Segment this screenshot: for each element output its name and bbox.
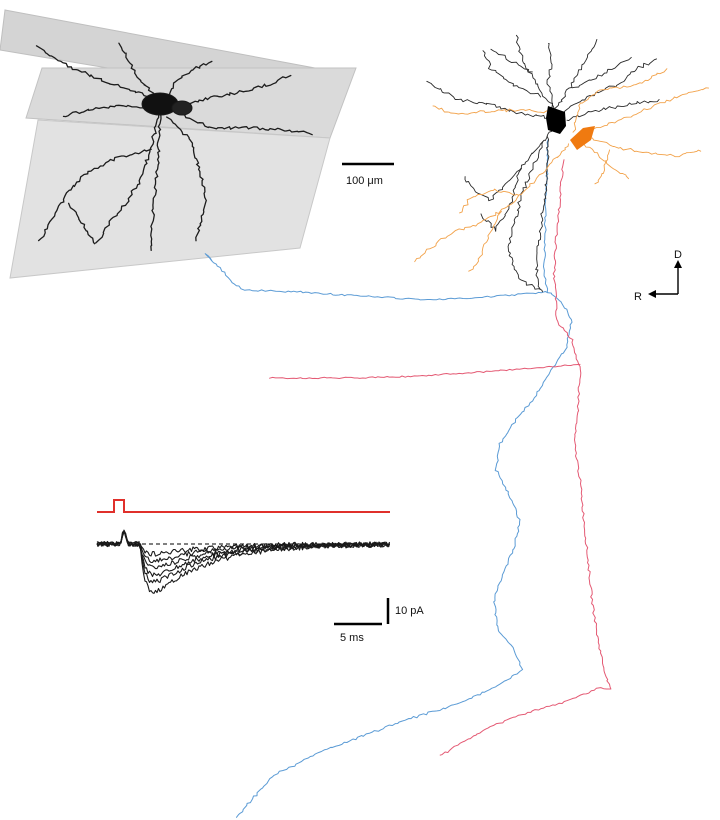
soma-black [546, 106, 566, 134]
dendrite-dark-9 [480, 168, 522, 232]
dendrite-tracings [414, 34, 710, 293]
micrograph-soma [141, 92, 179, 116]
micrograph-process-6 [166, 116, 208, 242]
micrograph-neuron [35, 42, 313, 252]
micrograph-soma-second [171, 100, 193, 116]
dendrite-dark-4 [426, 80, 552, 120]
current-trace-5 [96, 529, 390, 594]
micrograph-panel [0, 9, 357, 279]
dendrite-orange-7 [459, 188, 520, 214]
soma-orange [570, 126, 595, 150]
orientation-indicator [648, 260, 682, 298]
dorsal-label: D [674, 249, 682, 261]
axon-tracings [204, 139, 612, 818]
dendrite-dark-0 [515, 34, 556, 112]
dendrite-dark-10 [571, 56, 632, 89]
micrograph-process-2 [169, 74, 292, 108]
dendrite-orange-4 [414, 143, 569, 263]
time-scale-label: 5 ms [340, 632, 364, 644]
axon-blue-branch [204, 253, 548, 301]
scale-bar-100um: 100 μm [342, 162, 394, 187]
micrograph-process-5 [150, 112, 162, 252]
dendrite-dark-12 [507, 141, 544, 293]
micrograph-process-8 [67, 202, 96, 245]
dendrite-dark-2 [554, 38, 598, 109]
dendrite-orange-1 [585, 135, 702, 158]
dendrite-orange-3 [572, 68, 668, 133]
rostral-label: R [634, 291, 642, 303]
dendrite-orange-6 [432, 105, 548, 115]
micrograph-process-3 [62, 104, 160, 118]
dendrite-orange-0 [582, 87, 710, 134]
scale-bar-label: 100 μm [346, 175, 383, 187]
amplitude-scale-label: 10 pA [395, 605, 424, 617]
dendrite-orange-5 [468, 210, 502, 272]
dendrite-dark-8 [535, 135, 550, 290]
current-traces [96, 529, 391, 594]
stimulus-trace [97, 499, 390, 513]
dendrite-orange-2 [579, 140, 630, 180]
axon-red-branch [269, 363, 581, 380]
dendrite-dark-5 [560, 58, 657, 113]
dendrite-dark-6 [566, 99, 660, 122]
dendrite-orange-8 [594, 149, 611, 185]
axon-blue-main [236, 139, 573, 818]
micrograph-strip-bottom [9, 119, 331, 279]
axon-red-main [439, 159, 612, 756]
micrograph-process-10 [35, 45, 149, 98]
dendrite-dark-1 [546, 43, 557, 112]
dendrite-dark-3 [482, 50, 542, 98]
micrograph-process-9 [176, 112, 313, 136]
micrograph-process-7 [37, 148, 152, 242]
micrograph-process-1 [165, 60, 213, 105]
dendrite-dark-11 [490, 48, 533, 73]
dendrite-dark-7 [464, 130, 553, 202]
micrograph-process-4 [95, 112, 160, 244]
